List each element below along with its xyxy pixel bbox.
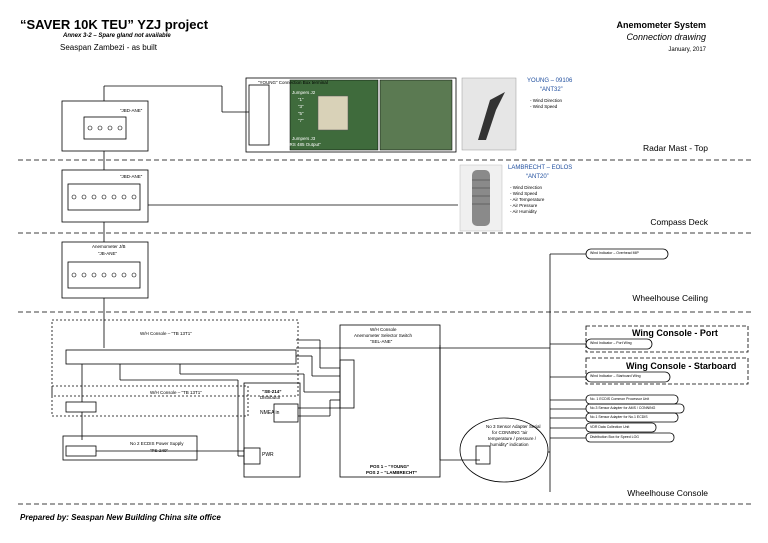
zone-wheelhouse-ceiling: Wheelhouse Ceiling [632,293,708,303]
young-terminal-strip [248,84,270,146]
wing-stbd-frame [585,357,749,385]
distributor-nmea-terminal [273,403,299,423]
distributor-title: “SE-214” [262,389,282,394]
out-o5: Distribution Box for Speed LOG [590,435,640,439]
switch-line-2: Anemometer Selector Switch [354,333,413,338]
zone-radar-mast: Radar Mast - Top [642,143,708,153]
out-o1: No. 1 ECDIS Common Processor Unit [590,397,650,401]
out-overhead-box [585,248,669,260]
young-rs485: “RS 485 Output” [288,142,321,147]
lambrecht-spec-4: - Air Pressure [510,203,538,208]
sensor-adapter-terminal [475,445,491,465]
young-jumper-3: “3” [298,104,304,109]
jb-compass-label: “JBD-ANE” [120,174,143,179]
project-title: “SAVER 10K TEU” YZJ project [20,17,209,32]
power-supply-terminal [65,445,97,457]
vessel-name: Seaspan Zambezi - as built [60,43,157,52]
tb13-upper-label: W/H Console – “TB 13T1” [140,331,192,336]
adapter-line-2: for CONNING “air [492,430,528,435]
young-connection-box [245,77,457,153]
out-o4: VDR Data Collection Unit [590,425,630,429]
young-jumper-5: “5” [298,111,304,116]
zone-compass-deck: Compass Deck [650,217,708,227]
distributor-nmea-in: NMEA in [260,410,280,416]
adapter-line-4: humidity” indication [490,442,529,447]
young-jumpers-j2: Jumpers J2 [292,90,316,95]
jb-top-terminal [83,116,127,140]
adapter-line-3: temperature / pressure / [488,436,537,441]
switch-pos-1: POS 1 – “YOUNG” [370,464,410,469]
switch-line-3: “SEL-ANE” [370,339,393,344]
jb-ceiling-title: Anemometer J/B [92,244,126,249]
out-o2: No.3 Sensor Adapter for AMS / CONNING [590,406,656,410]
selector-switch-terminal [339,359,355,409]
out-o3: No.1 Sensor Adapter for No.1 ECDIS [590,415,648,419]
prepared-by: Prepared by: Seaspan New Building China … [20,513,221,522]
lambrecht-spec-1: - Wind Direction [510,185,543,190]
tb13-lower-label: W/H Console – “TB 13T1” [150,390,202,395]
adapter-line-1: No 3 Sensor Adapter Serial [486,424,541,429]
annex-note: Annex 3-2 – Spare gland not available [63,33,171,39]
wing-port-frame [585,325,749,353]
drawing-date: January, 2017 [668,47,706,53]
distributor-box [243,382,301,478]
power-supply-box [62,435,198,461]
young-box-title: “YOUNG” Connection Box terminal [258,80,328,85]
zone-wheelhouse-console: Wheelhouse Console [627,488,708,498]
out-stbd: Wind Indicator – Starboard Wing [590,374,641,378]
distributor-pwr-terminal [243,447,261,465]
jb-top-box [61,100,149,152]
wing-stbd-title: Wing Console - Starboard [626,361,737,371]
lambrecht-spec-5: - Air Humidity [510,209,537,214]
wing-port-title: Wing Console - Port [632,328,718,338]
lambrecht-model: LAMBRECHT – EOLOS [508,165,573,171]
out-overhead: Wind Indicator – Overhead MIP [590,251,639,255]
tb13-lower-frame [51,385,249,417]
tb13-lower-terminal [65,401,97,413]
switch-line-1: W/H Console [370,327,397,332]
jb-ceiling-terminal [67,261,141,289]
young-spec-1: - Wind Direction [530,98,563,103]
distributor-pwr: PWR [262,452,274,458]
lambrecht-tag: “ANT20” [526,174,549,180]
tb13-terminal-row [65,349,297,365]
jb-compass-box [61,169,149,223]
young-tag: “ANT32” [540,87,563,93]
young-spec-2: - Wind Speed [530,104,558,109]
out-o5-box [585,432,675,443]
young-jumper-1: “1” [298,97,304,102]
switch-pos-2: POS 2 – “LAMBRECHT” [366,470,418,475]
system-title: Anemometer System [616,20,706,30]
power-supply-line2: “PS-240” [150,448,169,453]
lambrecht-spec-3: - Air Temperature [510,197,545,202]
jb-compass-terminal [67,183,141,211]
out-o4-box [585,422,657,433]
jb-top-label: “JBD-ANE” [120,108,143,113]
jb-ceiling-box [61,241,149,299]
young-jumper-7: “7” [298,118,304,123]
young-sensor-photo [461,77,517,151]
lambrecht-spec-2: - Wind Speed [510,191,538,196]
young-model: YOUNG – 09106 [527,78,573,84]
power-supply-line1: No 2 ECDIS Power Supply [130,441,184,446]
out-port: Wind Indicator – Port Wing [590,341,632,345]
sensor-adapter-circle [459,417,549,483]
distributor-sub: Distributor [260,395,281,400]
out-o3-box [585,412,679,423]
tb13-upper-frame [51,319,299,397]
jb-ceiling-label: “JB-ANE” [98,251,117,256]
drawing-type: Connection drawing [626,32,706,42]
young-jumpers-j3: Jumpers J3 [292,136,316,141]
